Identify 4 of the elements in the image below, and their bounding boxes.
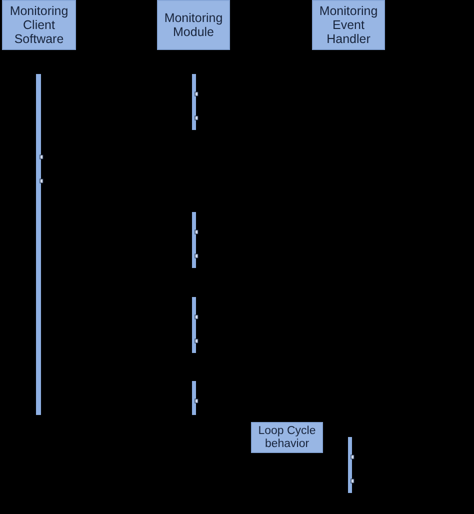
participant-header: Monitoring Client Software [2, 0, 76, 50]
participant-header: Monitoring Event Handler [312, 0, 385, 50]
participant-header: Monitoring Module [157, 0, 230, 50]
loop-note: Loop Cycle behavior [251, 422, 323, 453]
